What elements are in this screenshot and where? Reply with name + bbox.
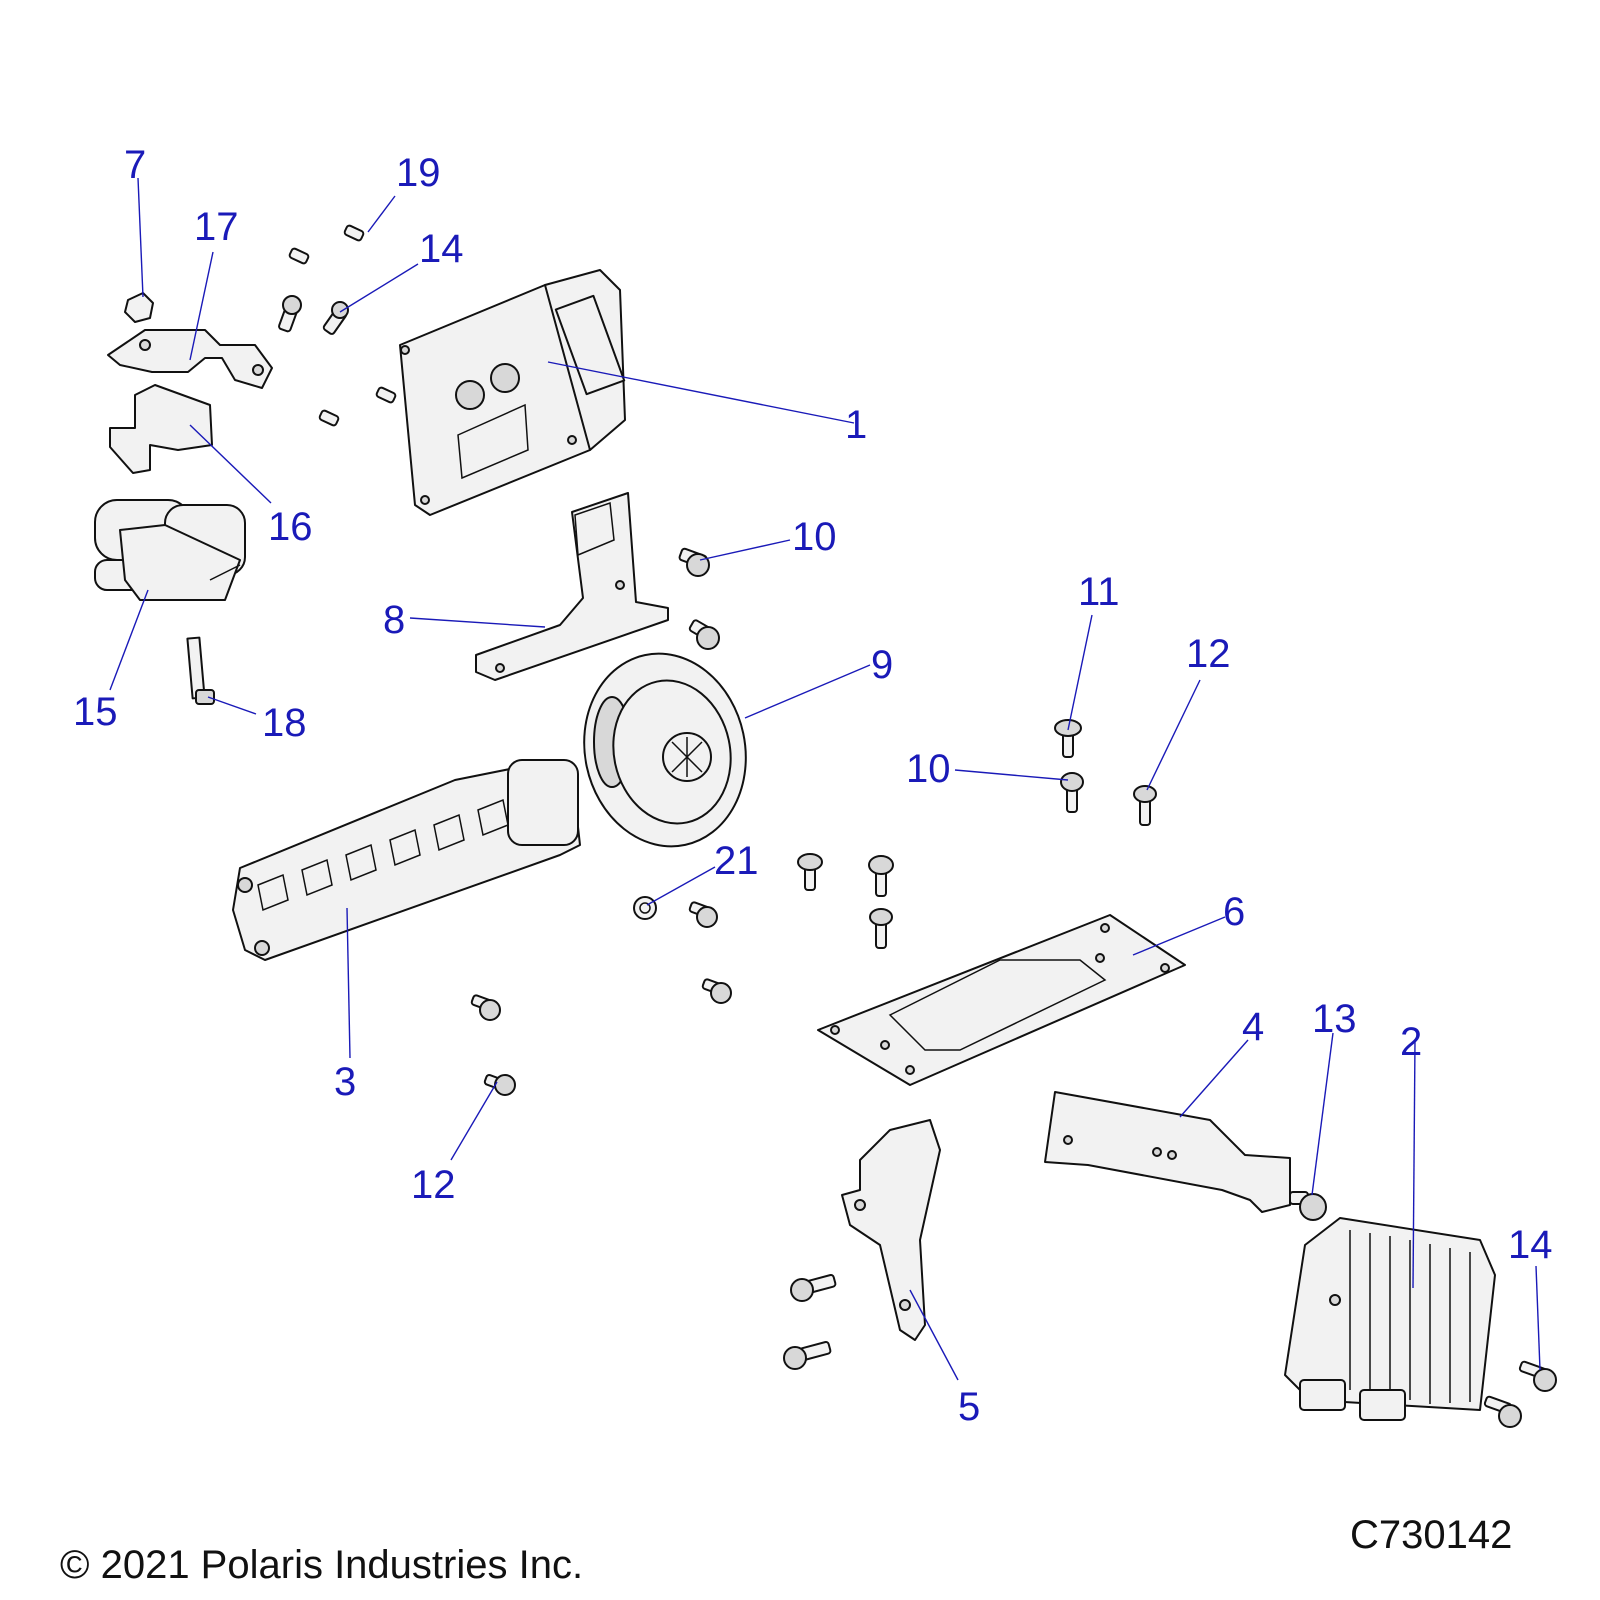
part-15-ignition-coil (94, 499, 246, 601)
callout-19: 19 (396, 151, 441, 195)
bolt-part5-a (790, 1273, 837, 1302)
callout-labels: 1 2 3 4 5 6 7 8 9 10 10 11 12 12 13 14 1… (73, 143, 1553, 1429)
callout-4: 4 (1242, 1005, 1264, 1049)
leader-lines (109, 177, 1541, 1381)
bolt-top-c (375, 386, 397, 404)
part-10-bolt-right (1060, 772, 1084, 813)
part-2-voltage-regulator (1284, 1217, 1496, 1421)
bolt-center-b (869, 908, 893, 949)
part-12-bolt-right (1133, 785, 1157, 826)
callout-12-right: 12 (1186, 632, 1231, 676)
bolt-lower-b (701, 978, 732, 1004)
part-3-fuse-relay-box (232, 759, 581, 961)
callout-13: 13 (1312, 997, 1357, 1041)
part-8-bracket (475, 492, 669, 681)
callout-8: 8 (383, 598, 405, 642)
bolt-top-b (278, 295, 302, 333)
copyright-text: © 2021 Polaris Industries Inc. (60, 1543, 583, 1587)
part-21-nut (633, 896, 657, 920)
part-16-bracket (109, 384, 213, 474)
part-5-bracket (841, 1119, 941, 1341)
part-13-nut (1289, 1191, 1327, 1221)
bolt-lower-c (470, 994, 501, 1021)
rivet-center (797, 853, 823, 891)
part-18-bolt (186, 636, 215, 705)
callout-3: 3 (334, 1060, 356, 1104)
drawing-number: C730142 (1350, 1513, 1512, 1557)
callout-17: 17 (194, 205, 239, 249)
callout-21: 21 (714, 839, 759, 883)
callout-2: 2 (1400, 1020, 1422, 1064)
callout-16: 16 (268, 505, 313, 549)
bolt-part5-b (783, 1340, 832, 1370)
part-11-rivet (1054, 719, 1082, 758)
bolt-lower-a (688, 901, 718, 928)
callout-5: 5 (958, 1385, 980, 1429)
callout-10-right: 10 (906, 747, 951, 791)
callout-18: 18 (262, 701, 307, 745)
part-14-bolt-top (322, 301, 349, 335)
part-7-nut (124, 292, 154, 323)
part-9-horn (583, 652, 747, 848)
callout-14-right: 14 (1508, 1223, 1553, 1267)
bolt-mid (688, 619, 720, 650)
part-12-bolt-left (483, 1074, 516, 1096)
callout-1: 1 (845, 403, 867, 447)
part-14-bolt-right (1518, 1360, 1557, 1392)
callout-11: 11 (1078, 570, 1120, 614)
callout-10-upper: 10 (792, 515, 837, 559)
callout-15: 15 (73, 690, 118, 734)
bolt-regulator-b (1483, 1395, 1522, 1428)
callout-6: 6 (1223, 890, 1245, 934)
callout-9: 9 (871, 643, 893, 687)
callout-7: 7 (124, 143, 146, 187)
part-19-bolt (343, 224, 365, 242)
part-6-plate (817, 914, 1186, 1086)
callout-12-left: 12 (411, 1163, 456, 1207)
callout-14-top: 14 (419, 227, 464, 271)
part-1-ecu-module (399, 269, 626, 516)
bolt-center-a (868, 855, 894, 897)
bolt-top-a (288, 247, 310, 265)
part-10-bolt-upper (678, 547, 710, 577)
bolt-top-d (318, 409, 340, 427)
part-4-bracket (1044, 1091, 1291, 1213)
